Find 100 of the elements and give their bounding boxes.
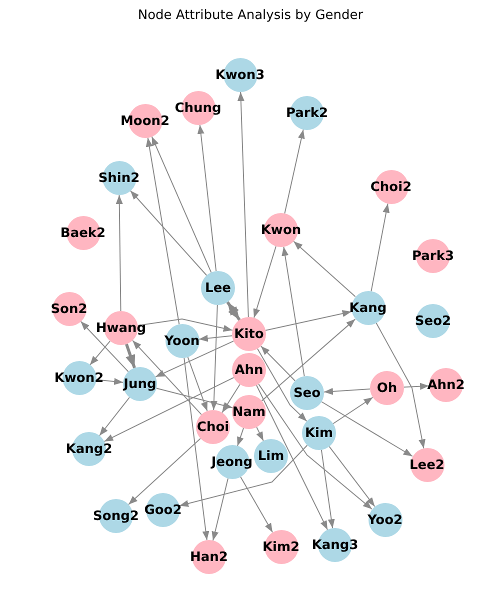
arrow [256, 384, 328, 530]
arrow [80, 320, 129, 372]
arrow [154, 340, 234, 378]
node-label: Kwon [260, 222, 302, 238]
arrow [240, 476, 273, 533]
node-circle [254, 439, 288, 473]
node-label: Park3 [412, 248, 454, 264]
arrow [128, 438, 201, 505]
node-circle [370, 170, 412, 204]
arrow [260, 346, 296, 382]
arrow [237, 92, 249, 318]
arrow [257, 348, 308, 422]
arrow [370, 203, 390, 292]
arrow [258, 384, 372, 510]
arrow [376, 322, 426, 449]
node-circle [290, 376, 324, 410]
node-circle [312, 528, 358, 562]
arrow [261, 318, 356, 402]
node-label: Chung [174, 100, 222, 116]
node-label: Nam [232, 404, 266, 420]
arrow [323, 388, 371, 395]
node-circle [196, 410, 230, 444]
node-label: Choi [196, 420, 230, 434]
node-label: Choi2 [370, 180, 412, 194]
node-label: Kang2 [66, 442, 112, 456]
node-circle [60, 216, 106, 250]
node-circle [98, 161, 140, 195]
node-circle [54, 361, 104, 395]
node-label: Lim [258, 448, 284, 464]
arrow [151, 136, 212, 273]
node-label: Yoo2 [367, 512, 403, 528]
arrow [89, 340, 111, 366]
arrow [320, 449, 335, 529]
node-circle [174, 91, 222, 125]
node-label: Oh [376, 380, 398, 396]
node-label: Kwon3 [215, 68, 265, 82]
arrow [226, 301, 241, 321]
node-circle [410, 448, 444, 482]
node-label: Kang [349, 300, 387, 316]
node-circle [120, 104, 170, 138]
arrow [125, 344, 136, 368]
arrow [198, 334, 233, 342]
arrow [146, 137, 180, 325]
arrow [137, 318, 233, 332]
node-label: Son2 [50, 302, 88, 316]
arrow [212, 478, 228, 541]
node-label: Kim [304, 426, 334, 440]
chart-title: Node Attribute Analysis by Gender [138, 8, 364, 24]
node-label: Han2 [190, 550, 228, 564]
arrow [104, 377, 234, 442]
arrow [187, 356, 208, 412]
arrow [256, 426, 264, 442]
node-circle [212, 445, 252, 479]
node-circle [370, 371, 404, 405]
arrow [197, 124, 217, 272]
node-circle [216, 58, 264, 92]
arrow [321, 401, 413, 457]
node-circle [201, 271, 235, 305]
node-label: Park2 [286, 106, 328, 120]
arrow [284, 129, 305, 214]
node-circle [350, 291, 386, 325]
node-label: Yoon [164, 334, 200, 348]
node-label: Lee2 [410, 458, 444, 472]
node-circle [415, 304, 451, 338]
node-label: Kang3 [312, 538, 358, 552]
node-circle [66, 432, 112, 466]
node-circle [302, 416, 336, 450]
arrow [253, 246, 276, 318]
node-label: Goo2 [144, 502, 182, 518]
node-circle [286, 96, 328, 130]
node-circle [412, 239, 454, 273]
arrow [184, 357, 210, 541]
node-circle [261, 213, 301, 247]
arrow [210, 304, 218, 410]
node-circle [96, 311, 146, 345]
node-circle [164, 324, 200, 358]
arrow [282, 246, 305, 377]
node-label: Baek2 [60, 226, 106, 240]
arrow [130, 190, 208, 276]
arrow [116, 194, 123, 312]
arrow [328, 446, 376, 507]
node-label: Moon2 [120, 114, 170, 128]
node-circle [144, 493, 182, 527]
arrow [332, 396, 374, 424]
node-label: Kwon2 [54, 370, 104, 386]
node-label: Ahn [234, 362, 264, 378]
node-label: Jung [124, 376, 156, 392]
node-circle [123, 367, 157, 401]
node-label: Seo2 [414, 314, 452, 328]
arrow [222, 384, 240, 414]
node-circle [50, 292, 88, 326]
arrow [99, 396, 130, 436]
arrow [265, 310, 352, 331]
node-label: Lee [205, 280, 231, 296]
node-circle [262, 530, 300, 564]
arrow [293, 240, 356, 298]
arrow [132, 340, 202, 416]
node-label: Hwang [96, 320, 146, 336]
node-circle [232, 317, 266, 351]
node-circle [190, 540, 228, 574]
